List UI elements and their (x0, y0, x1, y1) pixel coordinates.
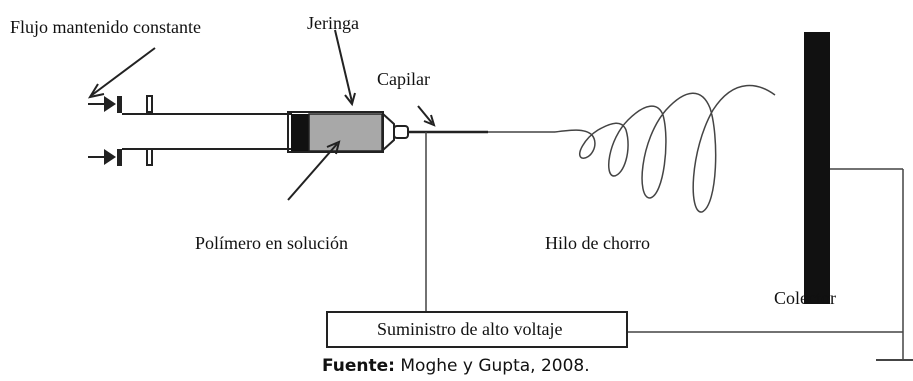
plunger-flange-bottom (146, 148, 153, 166)
pump-block-top (117, 96, 122, 113)
syringe-arrowhead (344, 92, 356, 107)
polymer-label: Polímero en solución (195, 233, 348, 253)
capillary-arrow (417, 105, 433, 124)
collector-label: Colector (774, 288, 836, 308)
pump-arrowhead-bottom (104, 149, 116, 165)
plunger-head (291, 114, 309, 151)
jet-label: Hilo de chorro (545, 233, 650, 253)
supply-label: Suministro de alto voltaje (377, 319, 563, 339)
polymer-arrow (287, 143, 338, 201)
plunger-flange-top (146, 95, 153, 113)
capillary-arrowhead (423, 114, 436, 127)
syringe-tip (382, 111, 395, 153)
capillary-label: Capilar (377, 69, 430, 89)
source-caption: Fuente: Moghe y Gupta, 2008. (322, 358, 590, 375)
collector-plate (804, 32, 830, 304)
pump-arrowhead-top (104, 96, 116, 112)
polymer-solution (308, 113, 383, 152)
flow-arrowhead (87, 83, 105, 99)
flow-label: Flujo mantenido constante (10, 17, 201, 37)
needle-hub (393, 125, 409, 139)
high-voltage-supply-box (326, 311, 628, 348)
source-prefix: Fuente: (322, 356, 395, 376)
jet-helix (554, 84, 776, 213)
source-text: Moghe y Gupta, 2008. (394, 356, 590, 376)
pump-block-bottom (117, 149, 122, 166)
syringe-label: Jeringa (307, 13, 359, 33)
syringe-arrow (334, 29, 353, 103)
polymer-arrowhead (326, 140, 341, 155)
flow-arrow (91, 47, 156, 96)
